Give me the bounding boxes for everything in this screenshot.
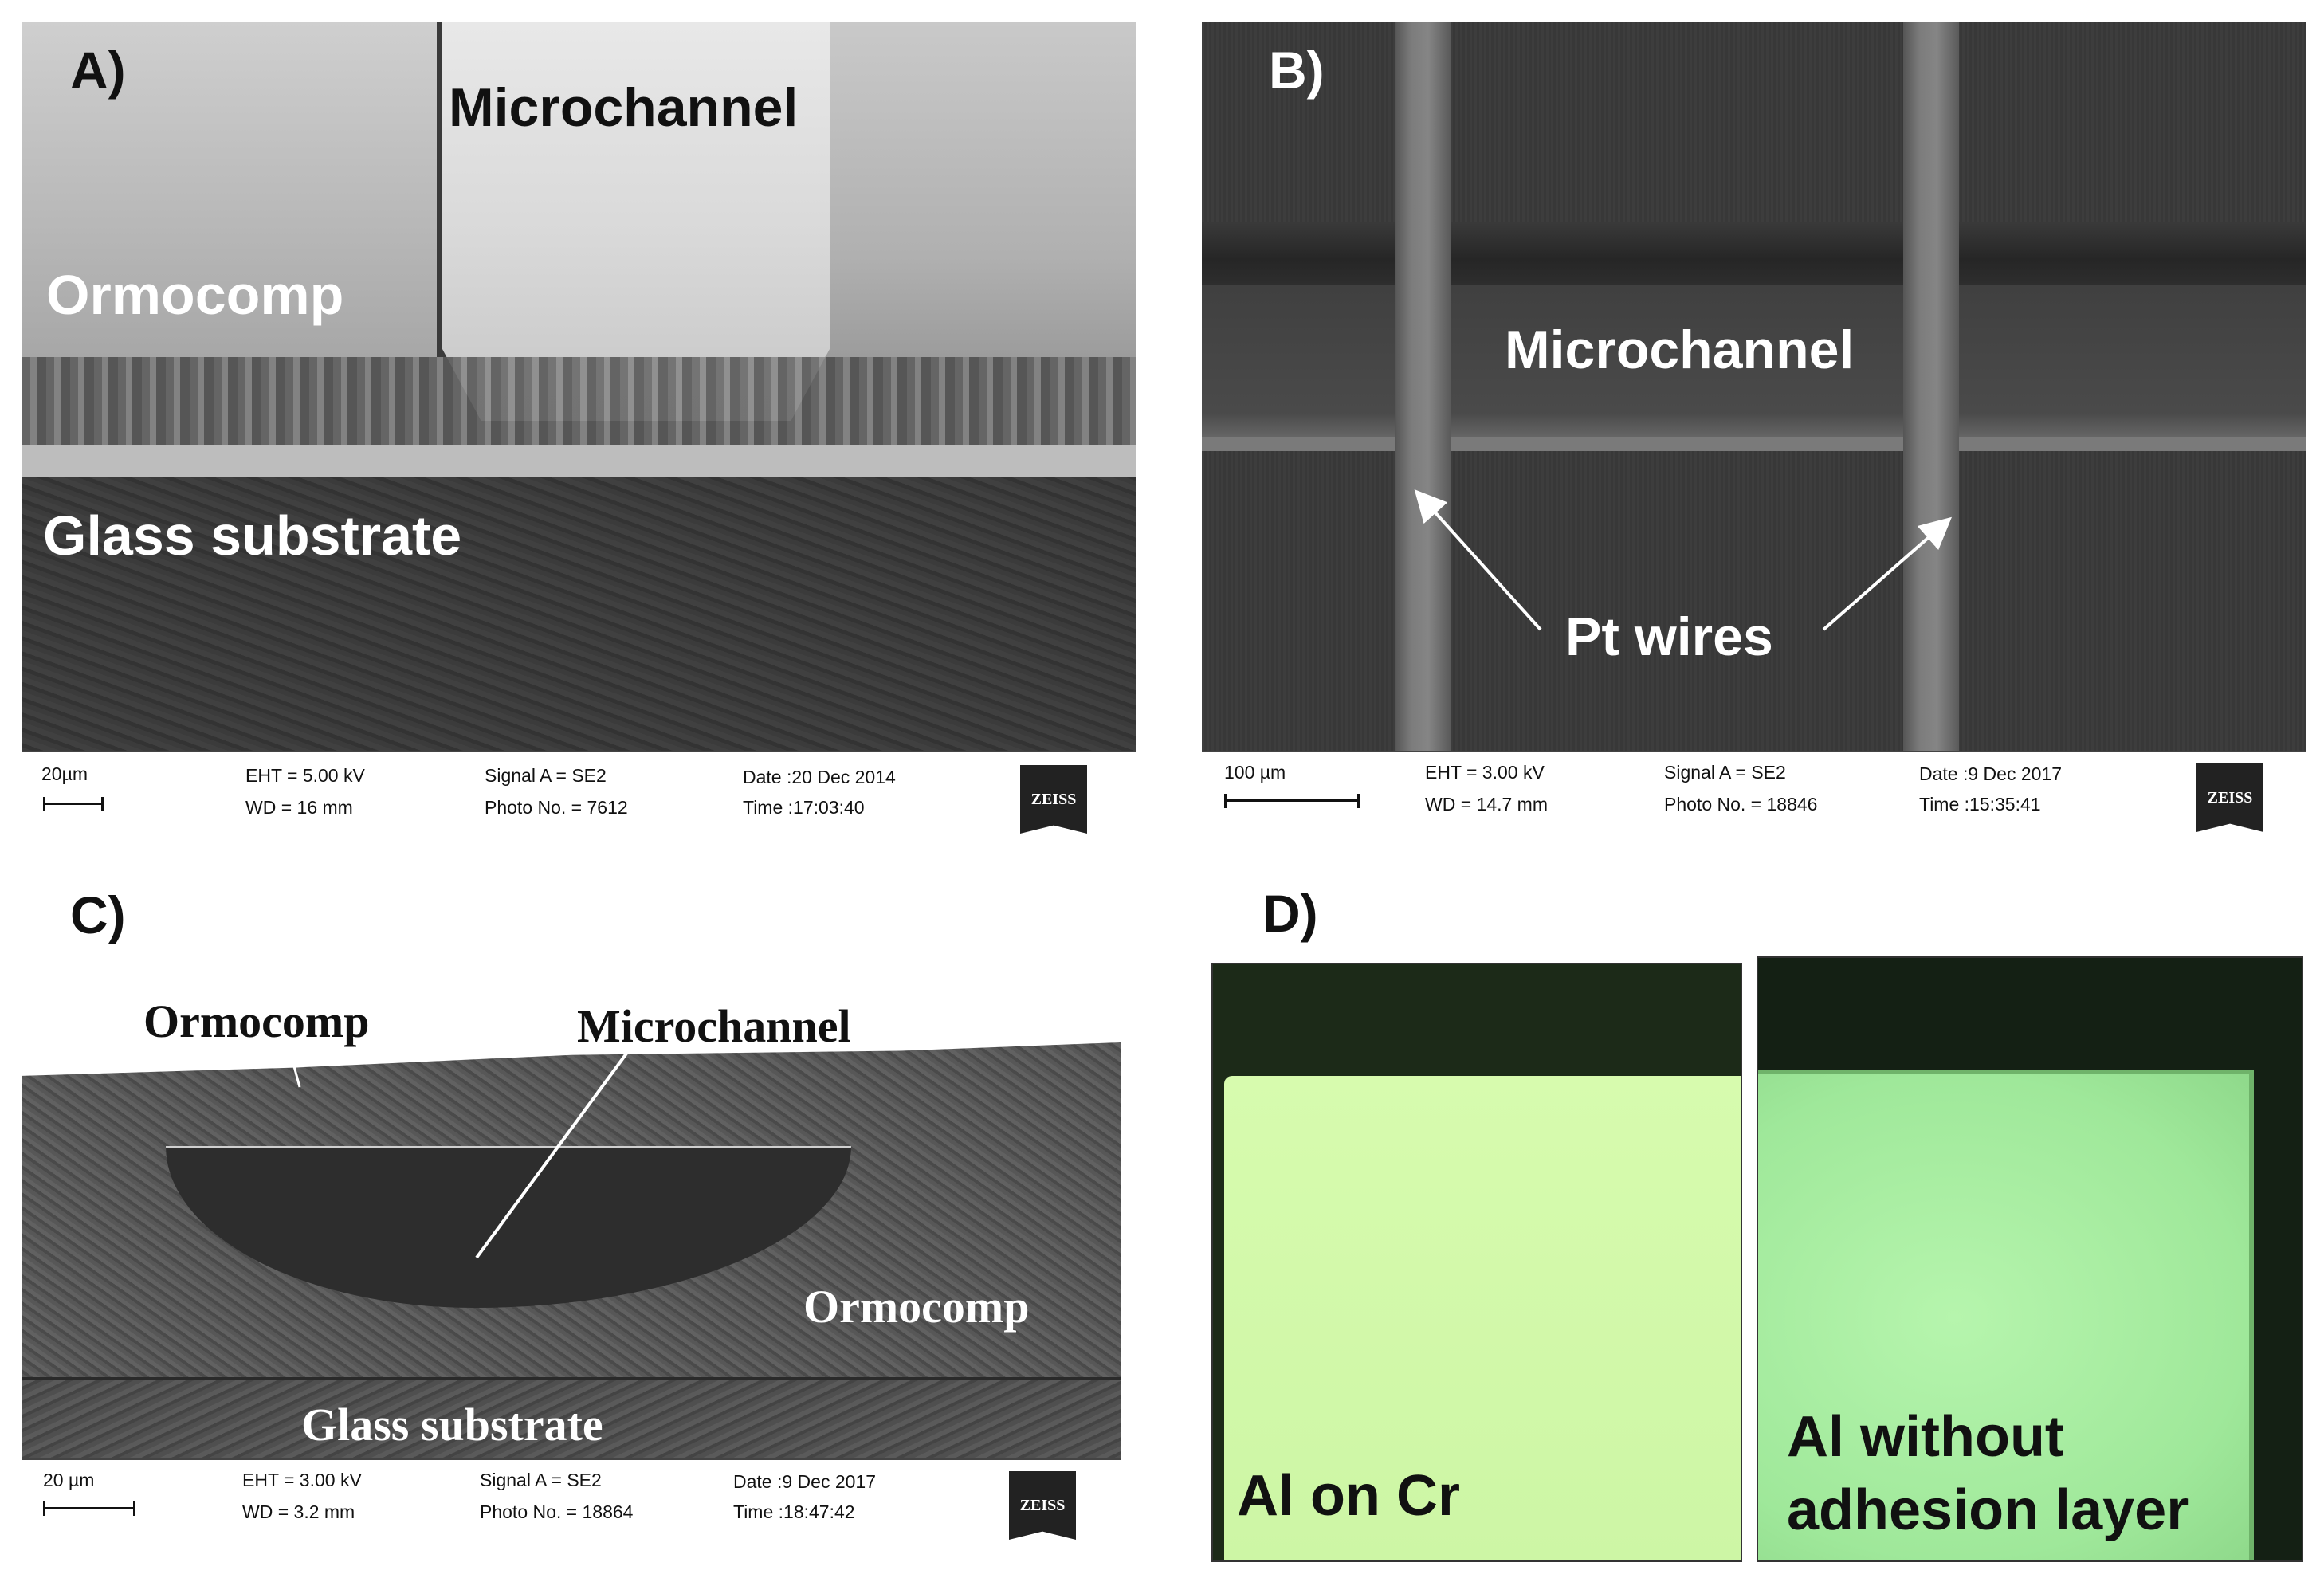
zeiss-logo: ZEISS: [2196, 763, 2263, 832]
photo-number: Photo No. = 18864: [480, 1501, 634, 1522]
signal-value: Signal A = SE2: [485, 765, 607, 786]
panel-a-ormocomp-label: Ormocomp: [46, 264, 344, 326]
date-value: Date :9 Dec 2017: [733, 1471, 877, 1492]
panel-c-glass-label: Glass substrate: [301, 1399, 603, 1450]
wd-value: WD = 14.7 mm: [1425, 794, 1549, 815]
panel-c-ormocomp-right-label: Ormocomp: [803, 1281, 1030, 1333]
glass-substrate-region: [22, 477, 1136, 752]
al-on-cr-caption: Al on Cr: [1237, 1464, 1460, 1528]
ormocomp-leader: [286, 1042, 301, 1088]
panel-a-label: A): [70, 41, 126, 100]
photo-number: Photo No. = 7612: [485, 797, 628, 818]
time-value: Time :18:47:42: [733, 1501, 855, 1522]
panel-a-microchannel-label: Microchannel: [449, 77, 799, 138]
eht-value: EHT = 3.00 kV: [242, 1470, 362, 1490]
zeiss-logo: ZEISS: [1009, 1471, 1076, 1540]
scale-bar: [43, 797, 104, 811]
al-without-caption-line2: adhesion layer: [1787, 1478, 2189, 1542]
date-value: Date :9 Dec 2017: [1919, 763, 2063, 784]
panel-c-leader-lines: [286, 1042, 637, 1259]
scale-bar: [43, 1501, 135, 1516]
pt-wire-left: [1395, 22, 1451, 851]
zeiss-logo: ZEISS: [1020, 765, 1087, 834]
signal-value: Signal A = SE2: [1664, 762, 1786, 783]
panel-c-microchannel-label: Microchannel: [577, 1000, 851, 1052]
panel-a-glass-label: Glass substrate: [43, 504, 462, 567]
scale-label: 100 µm: [1224, 762, 1286, 783]
pt-wire-arrows: [1414, 489, 1953, 631]
arrow-left: [1414, 489, 1542, 631]
microchannel-leader: [475, 1042, 637, 1259]
scale-bar: [1224, 794, 1360, 808]
scale-label: 20µm: [41, 763, 88, 784]
panel-d-label: D): [1262, 884, 1318, 943]
al-without-caption-line1: Al without: [1787, 1405, 2064, 1469]
scale-label: 20 µm: [43, 1470, 95, 1490]
signal-value: Signal A = SE2: [480, 1470, 602, 1490]
panel-c-ormocomp-top-label: Ormocomp: [143, 995, 370, 1047]
photo-number: Photo No. = 18846: [1664, 794, 1818, 815]
panel-b-microchannel-label: Microchannel: [1505, 320, 1855, 380]
panel-b-pt-wires-label: Pt wires: [1565, 606, 1773, 667]
panel-d-left-micrograph: Al on Cr: [1211, 963, 1742, 1562]
pt-wire-right: [1903, 22, 1959, 851]
date-value: Date :20 Dec 2014: [743, 767, 896, 787]
panel-a-sem-image: A) Microchannel Ormocomp Glass substrate…: [22, 22, 1136, 851]
wd-value: WD = 16 mm: [245, 797, 353, 818]
panel-b-sem-image: B) Microchannel Pt wires 100 µm EHT = 3.…: [1202, 22, 2306, 851]
eht-value: EHT = 3.00 kV: [1425, 762, 1545, 783]
arrow-right: [1822, 516, 1953, 631]
panel-a-info-bar: 20µm EHT = 5.00 kV WD = 16 mm Signal A =…: [22, 751, 1136, 851]
panel-c-label: C): [70, 885, 126, 944]
panel-b-info-bar: 100 µm EHT = 3.00 kV WD = 14.7 mm Signal…: [1202, 751, 2306, 851]
microchannel-region: [442, 22, 830, 421]
wd-value: WD = 3.2 mm: [242, 1501, 355, 1522]
panel-b-label: B): [1269, 41, 1325, 100]
panel-c-sem-image: 20 µm EHT = 3.00 kV WD = 3.2 mm Signal A…: [22, 1042, 1121, 1559]
microchannel-region: [1202, 285, 2306, 445]
time-value: Time :17:03:40: [743, 797, 865, 818]
time-value: Time :15:35:41: [1919, 794, 2041, 815]
glass-substrate-region: [22, 1377, 1121, 1460]
panel-c-info-bar: 20 µm EHT = 3.00 kV WD = 3.2 mm Signal A…: [22, 1458, 1121, 1559]
eht-value: EHT = 5.00 kV: [245, 765, 365, 786]
panel-d-right-micrograph: Al without adhesion layer: [1757, 956, 2303, 1562]
